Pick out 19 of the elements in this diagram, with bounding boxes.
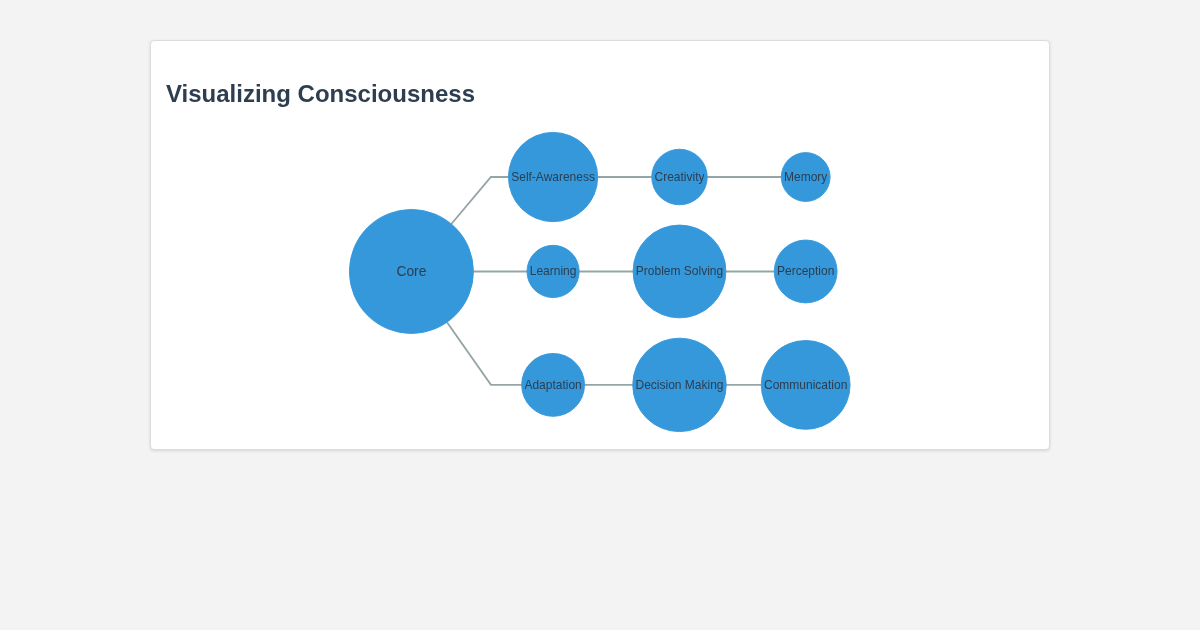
connector: [450, 176, 510, 225]
node-circle: [632, 337, 727, 433]
connector: [725, 383, 763, 386]
node-circle: [508, 131, 599, 223]
connector: [578, 270, 635, 273]
connector: [597, 176, 653, 178]
connector: [725, 270, 776, 273]
connector: [706, 176, 783, 178]
node-circle: [349, 209, 475, 334]
connector: [446, 321, 523, 386]
node-circle: [774, 239, 838, 304]
title: Visualizing Consciousness: [166, 79, 475, 109]
connector: [583, 383, 634, 386]
connector: [472, 270, 529, 273]
node-circle: [521, 353, 586, 417]
node-circle: [632, 224, 727, 319]
node-circle: [651, 148, 708, 206]
node-circle: [781, 152, 831, 202]
node-circle: [761, 340, 851, 430]
